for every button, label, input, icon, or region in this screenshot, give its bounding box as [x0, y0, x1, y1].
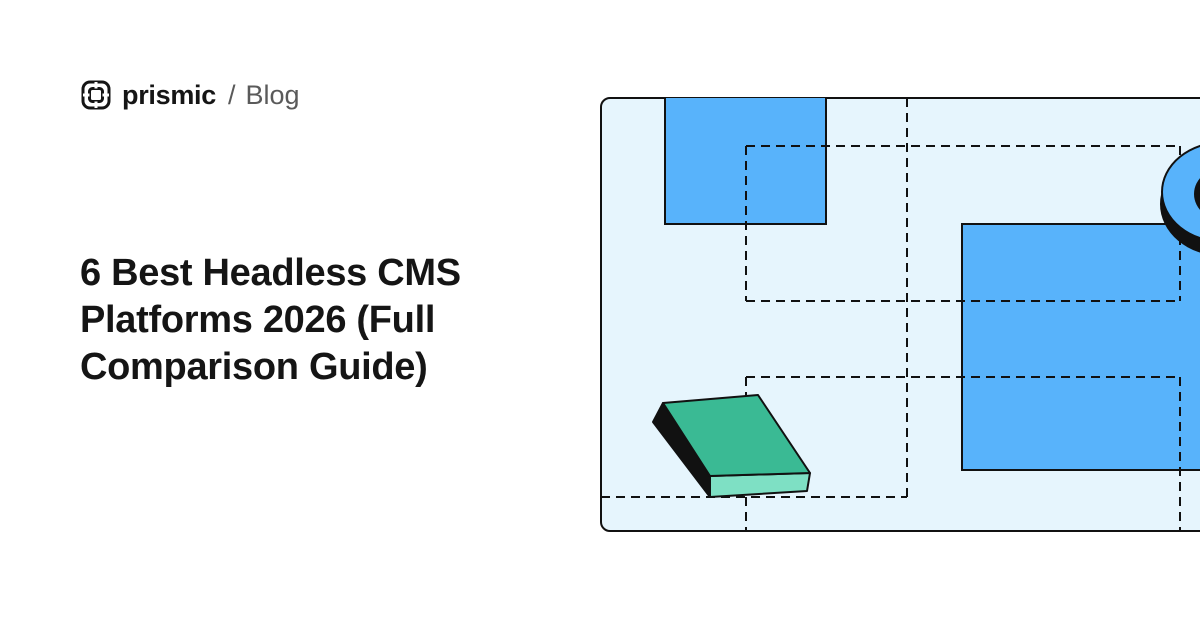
breadcrumb-blog[interactable]: Blog	[245, 79, 300, 110]
breadcrumb-separator: /	[227, 79, 236, 110]
blue-block-right	[961, 223, 1200, 471]
prismic-logo-icon[interactable]	[80, 79, 112, 111]
ring-shape	[1160, 141, 1200, 256]
blog-header: prismic / Blog	[80, 78, 300, 112]
page-title: 6 Best Headless CMS Platforms 2026 (Full…	[80, 252, 461, 388]
brand-name[interactable]: prismic	[122, 79, 216, 110]
green-block	[652, 394, 811, 498]
blue-block-top	[664, 98, 827, 225]
